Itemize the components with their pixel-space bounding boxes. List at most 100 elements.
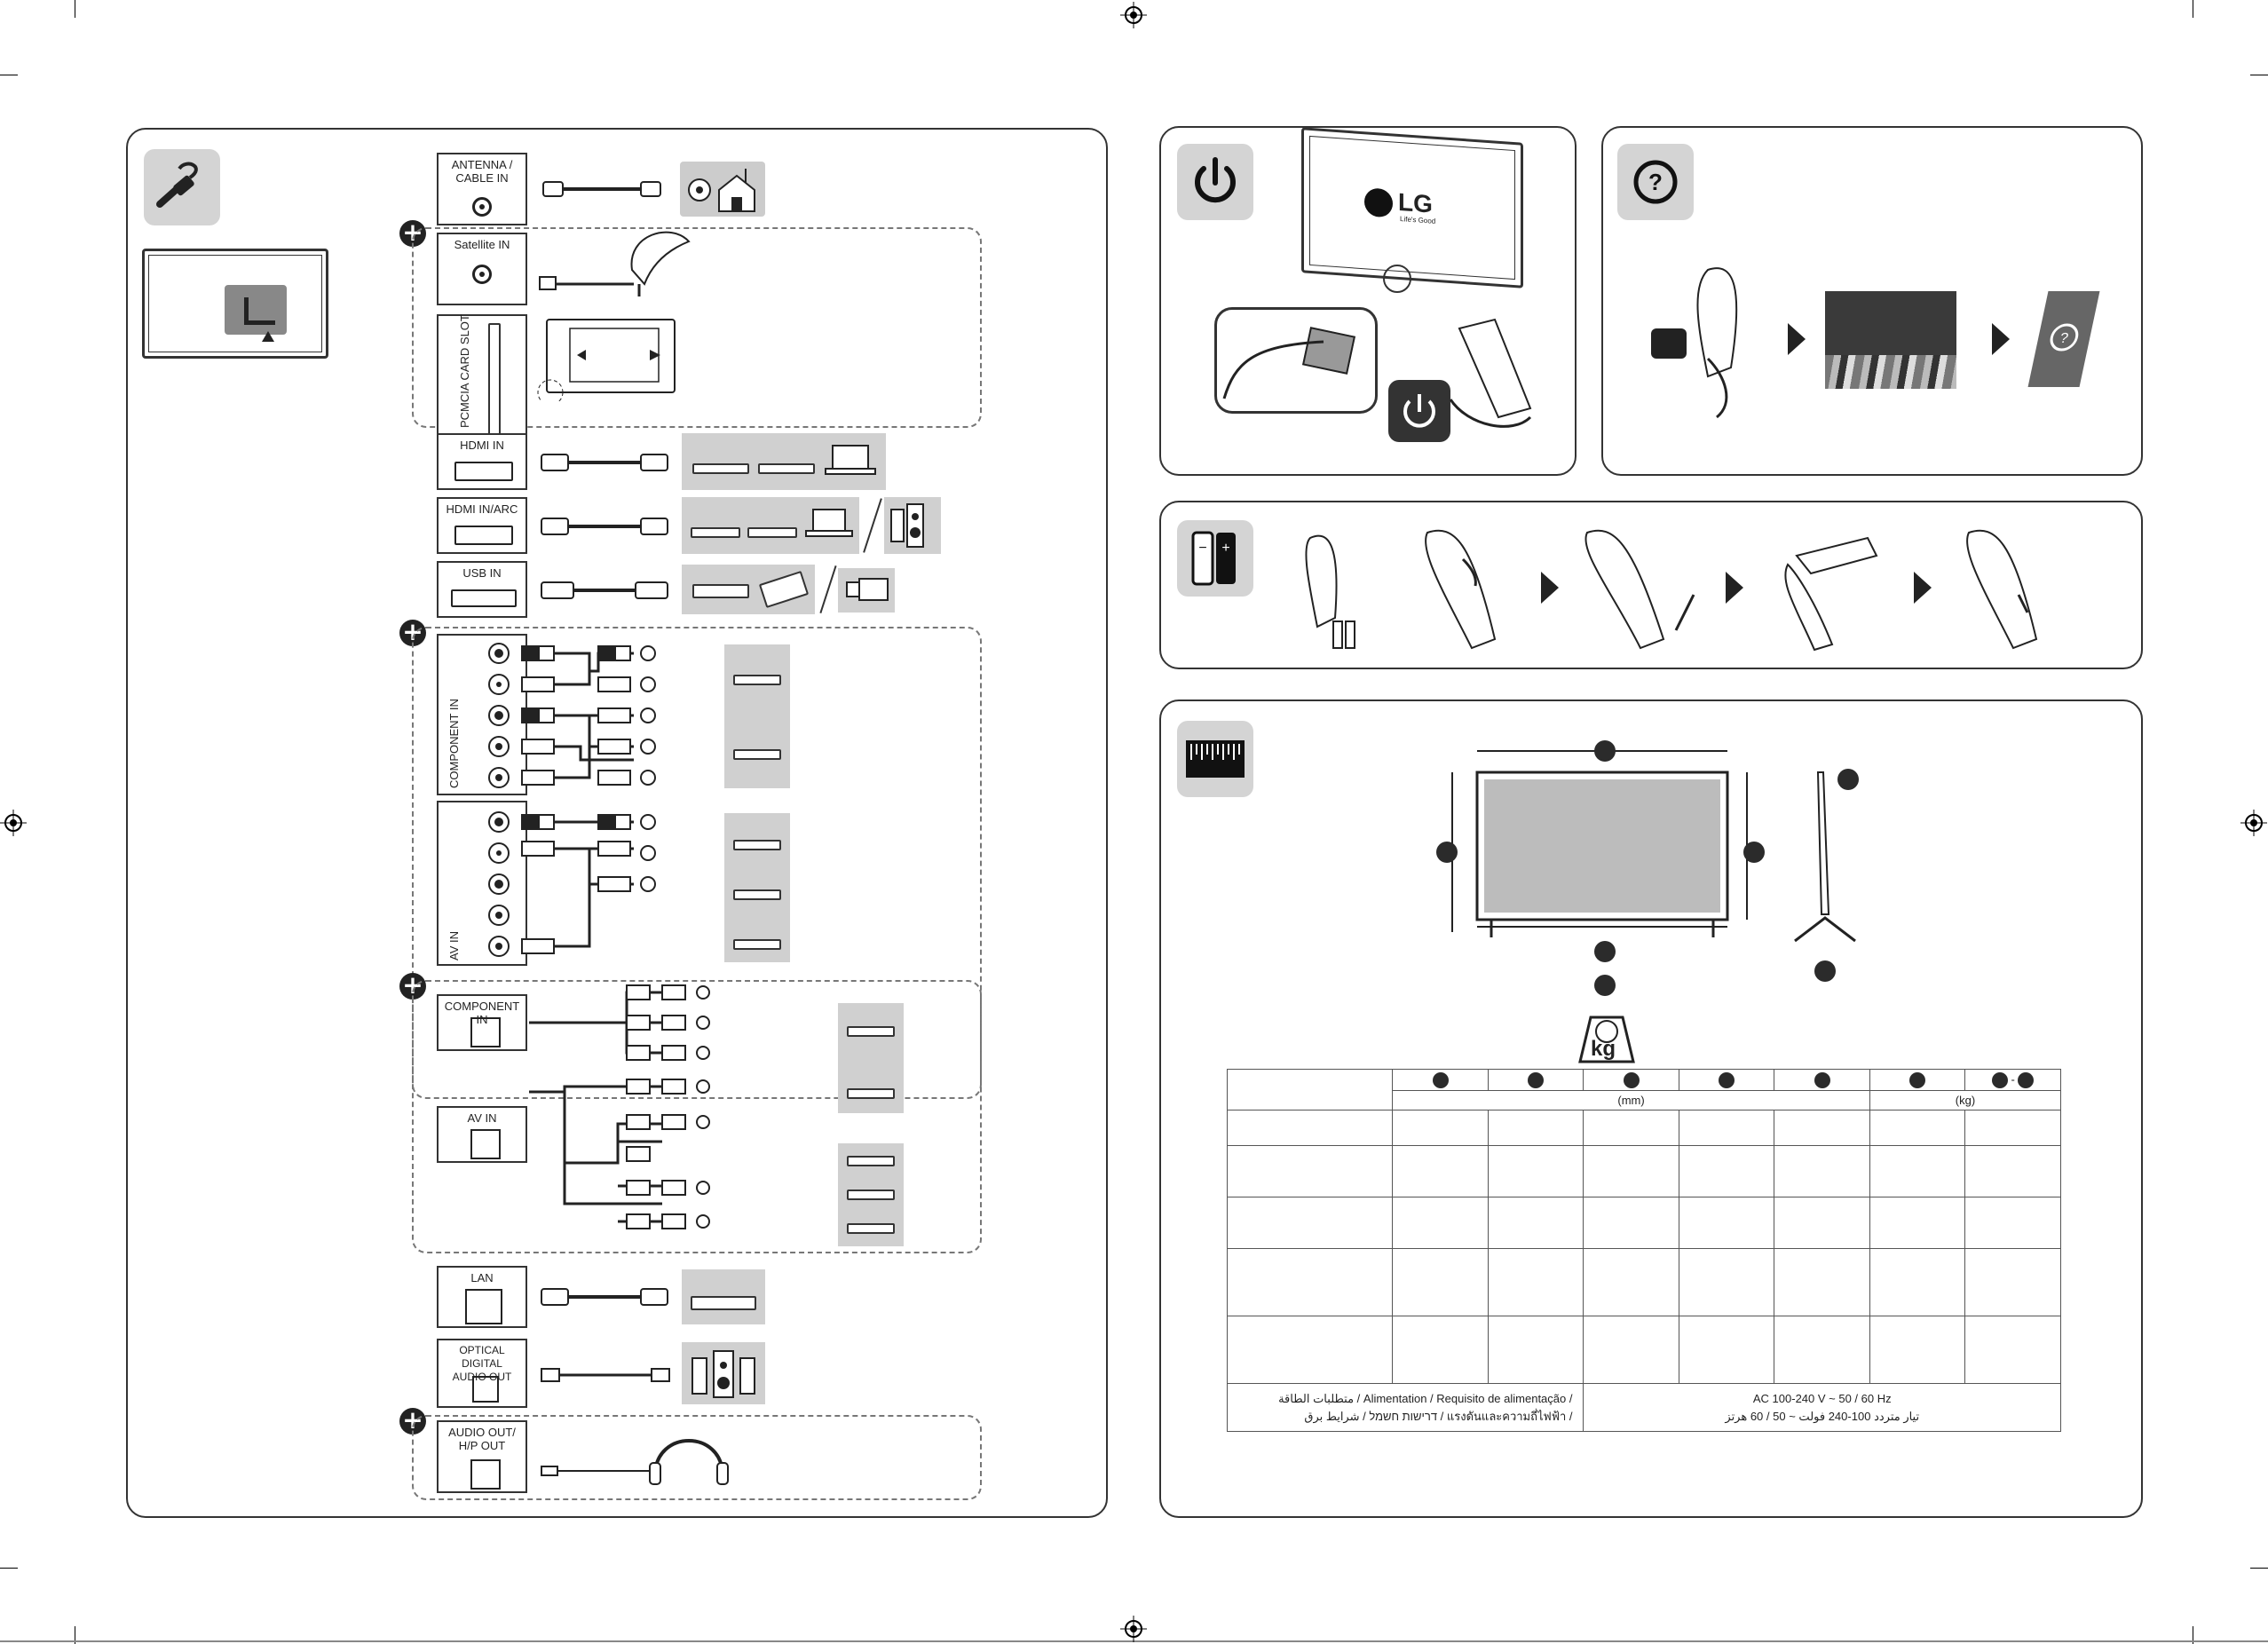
- usb-stick-icon: [846, 578, 889, 601]
- lg-tagline: Life's Good: [1400, 215, 1436, 225]
- power-value-line1: AC 100-240 V ~ 50 / 60 Hz: [1752, 1391, 1892, 1405]
- battery-icon-tile: −+: [1177, 520, 1253, 597]
- unit-mm: (mm): [1392, 1090, 1870, 1110]
- magic-remote-hand: [1651, 267, 1738, 419]
- help-icon: ?: [2050, 323, 2079, 352]
- arrow-right-icon: [1541, 572, 1559, 604]
- remote-with-batteries: [1305, 534, 1355, 649]
- optional-group-component-av: [412, 627, 982, 1099]
- lan-cable: [541, 1288, 668, 1306]
- headphone-cable: [541, 1439, 729, 1485]
- av-vertical-label: AV IN: [447, 931, 461, 960]
- arrow-right-icon: [1914, 572, 1932, 604]
- dimensions-panel: kg - (mm) (kg) متطلبات الطاقة / Alimenta…: [1159, 699, 2143, 1518]
- optical-port: OPTICAL DIGITAL AUDIO OUT: [437, 1339, 527, 1408]
- usb-label: USB IN: [462, 566, 502, 580]
- ruler-icon: [1186, 740, 1245, 778]
- register-mark-icon: [0, 810, 27, 836]
- lan-port: LAN: [437, 1266, 527, 1328]
- dim-badge: [1623, 1071, 1640, 1088]
- av-in-box: AV IN: [437, 1106, 527, 1163]
- hdmi-port: HDMI IN: [437, 433, 527, 490]
- av-in-vertical: AV IN: [437, 801, 527, 966]
- cable-icon-tile: [144, 149, 220, 225]
- unit-kg: (kg): [1869, 1090, 2062, 1110]
- help-card: ?: [2027, 291, 2100, 387]
- soundbar-tile: [884, 497, 941, 554]
- power-icon-tile: [1177, 144, 1253, 220]
- optional-group-adapters: [412, 980, 982, 1253]
- table-row: [1226, 1248, 2061, 1316]
- component-devices-tile: [724, 644, 790, 788]
- spec-table: - (mm) (kg) متطلبات الطاقة / Alimentatio…: [1226, 1069, 2062, 1432]
- dim-badge: [1528, 1071, 1545, 1088]
- dim-badge: [1432, 1071, 1449, 1088]
- usb-port: USB IN: [437, 561, 527, 618]
- component-av-cabling: [488, 643, 656, 957]
- svg-text:?: ?: [2059, 330, 2070, 346]
- tv-back-diagram: [142, 249, 328, 359]
- table-row: [1226, 1145, 2061, 1197]
- satellite-cable: [539, 231, 691, 296]
- pcmcia-label: PCMCIA CARD SLOT: [458, 314, 471, 428]
- lan-label: LAN: [470, 1271, 494, 1284]
- hdd-icon: [692, 584, 749, 598]
- dim-badge: [1814, 1071, 1830, 1088]
- house-antenna-icon: [688, 169, 755, 212]
- table-row: [1226, 1110, 2061, 1146]
- svg-text:+: +: [1221, 541, 1229, 556]
- pcmcia-slot: PCMCIA CARD SLOT: [437, 314, 527, 440]
- power-panel: LG Life's Good: [1159, 126, 1577, 476]
- remote-hand-illustration: [1449, 318, 1532, 428]
- speaker-icon: [890, 503, 924, 548]
- optional-group-satellite: [412, 227, 982, 428]
- hdmi-arc-devices-tile: [682, 497, 859, 554]
- dvd-player-icon: [758, 463, 815, 474]
- component-in-vertical: COMPONENT IN: [437, 634, 527, 795]
- satellite-port: Satellite IN: [437, 233, 527, 305]
- battery-panel: −+: [1159, 501, 2143, 669]
- component-box-label: COMPONENT IN: [444, 1000, 520, 1026]
- remote-power-tile: [1388, 380, 1450, 442]
- speaker-tile: [682, 1342, 765, 1404]
- optical-cable: [541, 1368, 670, 1382]
- cable-icon: [156, 162, 198, 208]
- optical-label: OPTICAL DIGITAL AUDIO OUT: [452, 1344, 512, 1383]
- settop-box-icon: [692, 463, 749, 474]
- power-label-line1: متطلبات الطاقة / Alimentation / Requisit…: [1278, 1391, 1573, 1405]
- arrow-right-icon: [1788, 323, 1806, 355]
- coax-jack: [472, 197, 492, 217]
- battery-step-3: [1784, 536, 1878, 652]
- satellite-label: Satellite IN: [454, 238, 510, 251]
- dim-badge: [1719, 1071, 1735, 1088]
- av-devices-tile: [724, 813, 790, 962]
- laptop-icon: [805, 509, 853, 537]
- ruler-icon-tile: [1177, 721, 1253, 797]
- hdmi-arc-label: HDMI IN/ARC: [446, 502, 518, 516]
- portable-drive-icon: [758, 570, 810, 609]
- battery-step-2: [1584, 529, 1695, 650]
- hdmi-cable: [541, 454, 668, 471]
- hdmi-label: HDMI IN: [460, 439, 504, 452]
- slash-divider: [819, 565, 837, 613]
- power-value-line2: تيار متردد 100-240 فولت ~ 50 / 60 هرتز: [1725, 1409, 1920, 1423]
- weight-badge: [1991, 1071, 2008, 1088]
- battery-step-1: [1425, 529, 1497, 650]
- usb-devices-tile: [682, 565, 815, 614]
- arrow-right-icon: [1992, 323, 2010, 355]
- register-mark-icon: [1120, 1616, 1147, 1642]
- speaker-icon: [691, 1350, 755, 1398]
- register-mark-icon: [2240, 810, 2267, 836]
- adapter-devices-bottom: [838, 1143, 904, 1246]
- audio-out-label: AUDIO OUT/ H/P OUT: [448, 1426, 516, 1452]
- hdmi-arc-port: HDMI IN/ARC: [437, 497, 527, 554]
- battery-step-4: [1966, 529, 2038, 650]
- weight-badge: [2018, 1071, 2035, 1088]
- help-icon-tile: ?: [1617, 144, 1694, 220]
- usb-stick-tile: [838, 568, 895, 613]
- svg-text:?: ?: [1648, 169, 1663, 195]
- hdmi-arc-cable: [541, 518, 668, 535]
- satellite-jack: [472, 265, 492, 284]
- svg-text:−: −: [1198, 541, 1206, 556]
- battery-icon: −+: [1191, 531, 1236, 586]
